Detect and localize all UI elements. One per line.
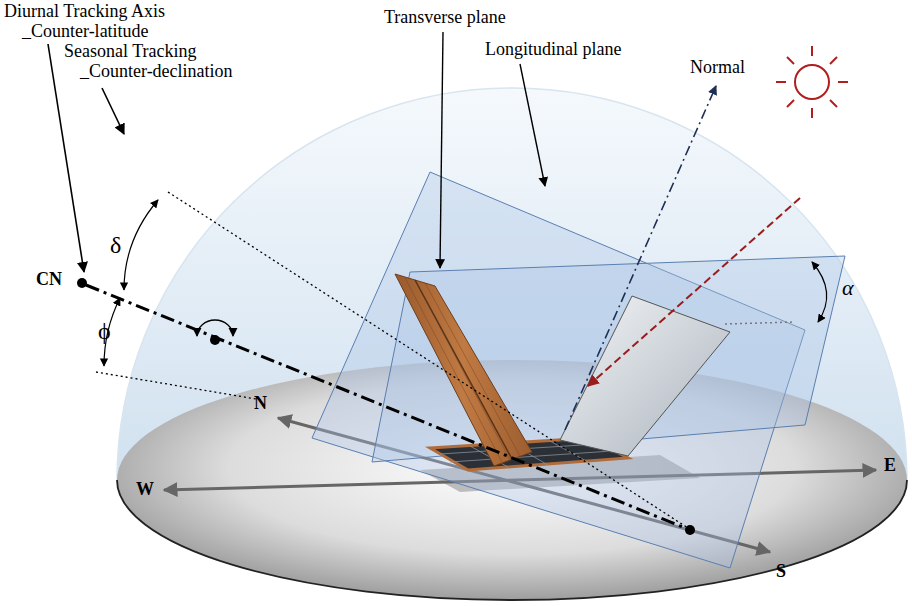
annotation-label: Transverse plane [384, 8, 506, 28]
annotation-label: δ [110, 232, 121, 258]
annotation-label: Diurnal Tracking Axis [4, 2, 165, 22]
annotation-label: S [776, 562, 786, 582]
annotation-label: _Counter-declination [80, 62, 233, 82]
annotation-label: Seasonal Tracking [64, 42, 197, 62]
annotation-label: _Counter-latitude [22, 22, 149, 42]
annotation-label: E [884, 456, 896, 476]
annotation-label: ϕ [98, 318, 111, 344]
annotation-label: Longitudinal plane [485, 40, 621, 60]
annotation-label: α [842, 276, 854, 300]
annotation-label: Normal [690, 58, 745, 78]
annotation-label: CN [36, 270, 62, 290]
annotation-label: W [136, 480, 154, 500]
annotation-label: N [254, 394, 267, 414]
